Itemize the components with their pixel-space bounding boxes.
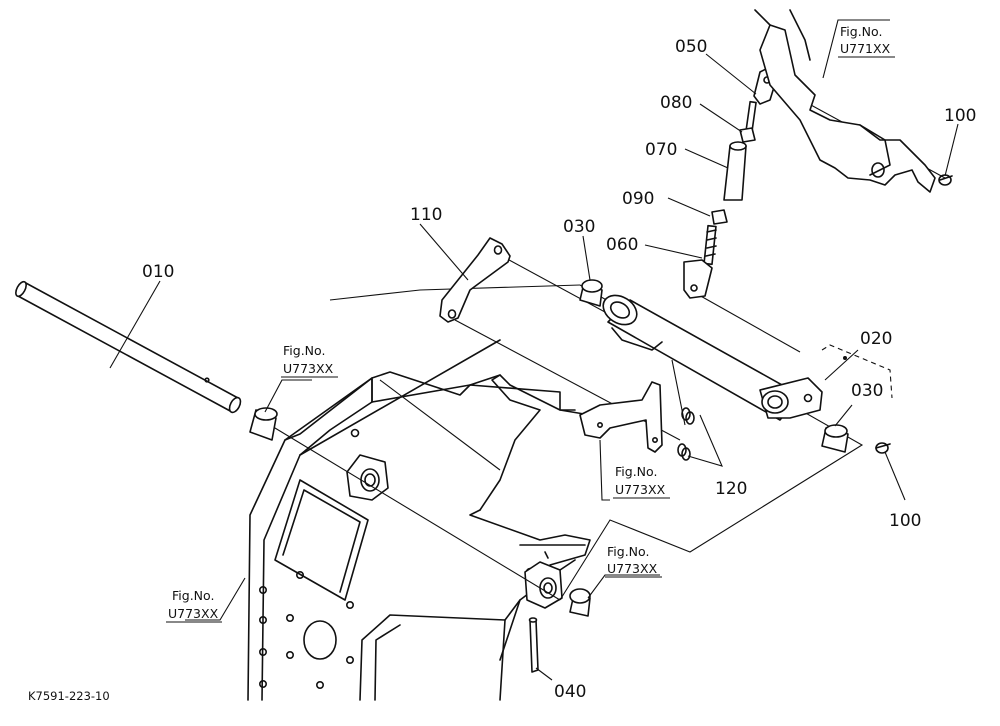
link-plate-110 <box>439 237 511 323</box>
frame-bracket-right <box>524 561 563 609</box>
label-030-lower: 030 <box>851 381 883 401</box>
frame-plate <box>247 339 591 701</box>
pin-040 <box>528 617 539 673</box>
fig-ref-u771-line1: Fig.No. <box>840 24 882 39</box>
fig-ref-frame-line2: U773XX <box>168 606 219 621</box>
label-070: 070 <box>645 140 677 160</box>
mounting-bracket <box>371 371 591 566</box>
turnbuckle-070 <box>723 141 747 201</box>
fig-ref-bushing-line2: U773XX <box>607 561 658 576</box>
fig-ref-center-line2: U773XX <box>615 482 666 497</box>
fig-ref-shaft-line2: U773XX <box>283 361 334 376</box>
label-090: 090 <box>622 189 654 209</box>
bushing-030-lower <box>821 424 849 453</box>
fig-ref-bushing-line1: Fig.No. <box>607 544 649 559</box>
pin-120-lower <box>677 443 691 461</box>
leader-lines <box>109 19 959 681</box>
frame-bracket-left <box>346 454 389 501</box>
label-050: 050 <box>675 37 707 57</box>
figure-references: Fig.No. U771XX Fig.No. U773XX Fig.No. U7… <box>166 24 895 623</box>
label-010: 010 <box>142 262 174 282</box>
label-120: 120 <box>715 479 747 499</box>
upper-lever <box>754 9 936 193</box>
nut-080 <box>739 127 756 143</box>
rod-end-060 <box>683 224 717 299</box>
bushing-left <box>249 407 278 441</box>
bushing-030-upper <box>579 279 603 307</box>
group-bracket-020 <box>821 344 893 399</box>
label-100-upper: 100 <box>944 106 976 126</box>
label-040: 040 <box>554 682 586 702</box>
label-110: 110 <box>410 205 442 225</box>
shaft-010 <box>15 280 242 414</box>
label-060: 060 <box>606 235 638 255</box>
pivot-tube-020 <box>602 294 823 421</box>
label-080: 080 <box>660 93 692 113</box>
label-100-lower: 100 <box>889 511 921 531</box>
part-number-labels: 010 110 030 050 080 070 090 060 100 020 … <box>142 37 976 702</box>
bushing-right <box>569 588 591 617</box>
fig-ref-center-line1: Fig.No. <box>615 464 657 479</box>
clip-100-upper <box>938 174 953 186</box>
pin-120-upper <box>681 407 695 425</box>
label-020: 020 <box>860 329 892 349</box>
diagram-code: K7591-223-10 <box>28 689 110 703</box>
nut-090 <box>711 209 728 225</box>
fig-ref-u771-line2: U771XX <box>840 41 891 56</box>
clip-100-lower <box>875 442 891 454</box>
center-bracket <box>579 381 663 453</box>
label-030-upper: 030 <box>563 217 595 237</box>
fig-ref-shaft-line1: Fig.No. <box>283 343 325 358</box>
fig-ref-frame-line1: Fig.No. <box>172 588 214 603</box>
